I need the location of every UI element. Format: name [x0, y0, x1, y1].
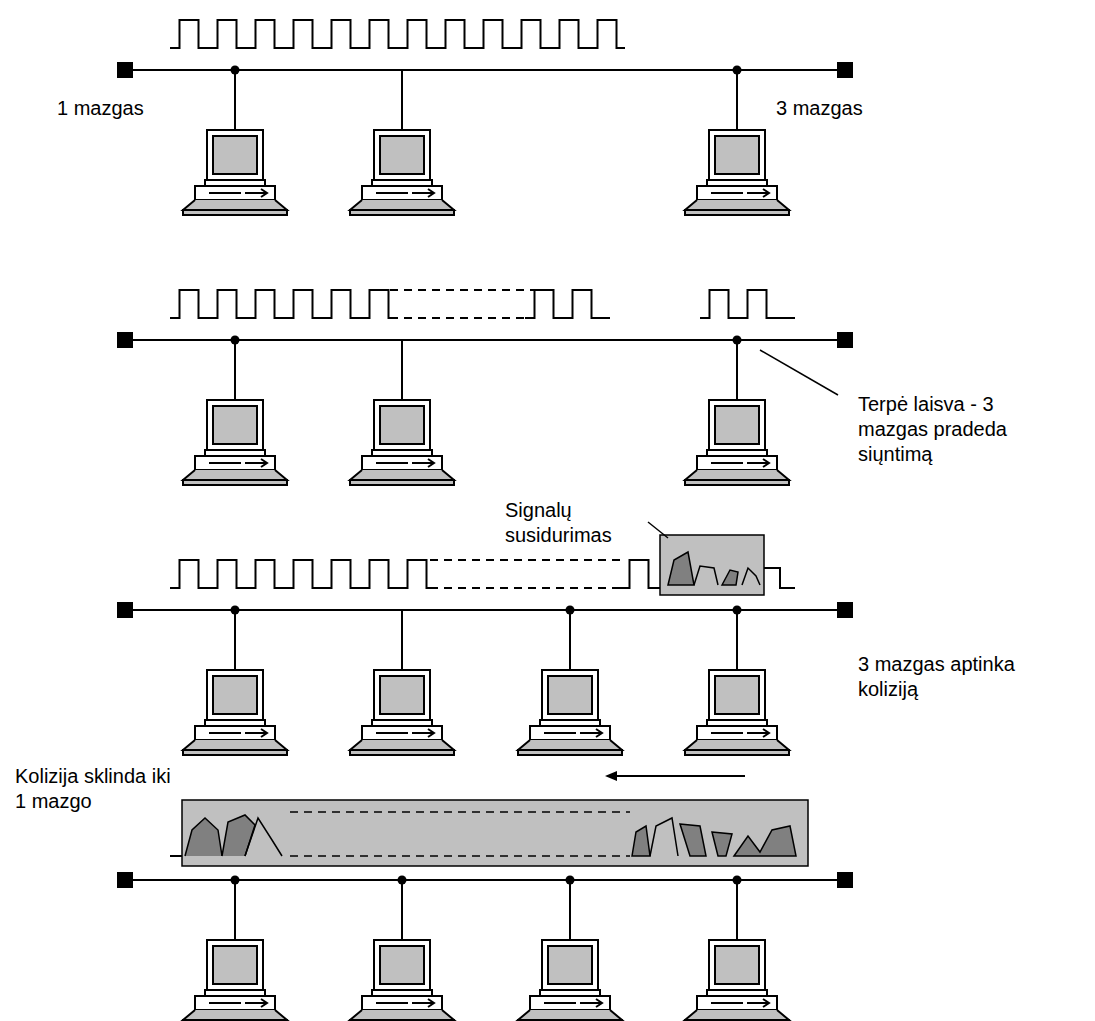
computer [518, 670, 622, 755]
tap-dot [733, 606, 742, 615]
computer [685, 670, 789, 755]
computer [685, 130, 789, 215]
drop-cable [569, 610, 571, 670]
terminator [837, 872, 853, 888]
terminator [117, 602, 133, 618]
drop-cable [234, 880, 236, 940]
bus-cable [117, 62, 853, 940]
tap-dot [566, 876, 575, 885]
terminator [117, 62, 133, 78]
signal-gap [430, 560, 625, 588]
tap-dot [733, 66, 742, 75]
direction-arrow [605, 771, 745, 781]
node-label: 3 mazgas [776, 96, 916, 121]
drop-cable [736, 880, 738, 940]
computer [183, 130, 287, 215]
drop-cable [401, 70, 403, 130]
node-label: 1 mazgas [57, 96, 197, 121]
drop-cable [736, 610, 738, 670]
tap-dot [566, 606, 575, 615]
computer [350, 130, 454, 215]
terminator [117, 872, 133, 888]
drop-cable [401, 340, 403, 400]
tap-dot [733, 876, 742, 885]
collision-box [660, 535, 795, 595]
signal [620, 560, 660, 588]
drop-cable [401, 880, 403, 940]
drop-cable [401, 610, 403, 670]
computer [518, 940, 622, 1021]
computer [350, 670, 454, 755]
callout-note: Signalų susidurimas [505, 498, 643, 548]
drop-cable [234, 610, 236, 670]
computer [685, 400, 789, 485]
drop-cable [736, 340, 738, 400]
signal-wave [170, 20, 795, 588]
computer [350, 940, 454, 1021]
callout-note: Terpė laisva - 3 mazgas pradeda siųntimą [858, 392, 1048, 467]
callout-note: Kolizija sklinda iki 1 mazgo [15, 764, 185, 814]
tap-dot [231, 66, 240, 75]
signal [700, 290, 795, 318]
computer [350, 400, 454, 485]
terminator [837, 332, 853, 348]
tap-dot [231, 606, 240, 615]
terminator [837, 602, 853, 618]
tap-dot [231, 876, 240, 885]
signal [525, 290, 610, 318]
signal-gap [390, 290, 535, 318]
computer-icon [183, 130, 789, 1021]
signal [170, 20, 625, 48]
computer [685, 940, 789, 1021]
computer [183, 670, 287, 755]
drop-cable [569, 880, 571, 940]
drop-cable [234, 340, 236, 400]
terminator [117, 332, 133, 348]
tap-dot [398, 876, 407, 885]
signal [170, 560, 430, 588]
terminator [837, 62, 853, 78]
callout-note: 3 mazgas aptinka koliziją [858, 652, 1048, 702]
tap-dot [231, 336, 240, 345]
tap-dot [733, 336, 742, 345]
computer [183, 940, 287, 1021]
drop-cable [234, 70, 236, 130]
computer [183, 400, 287, 485]
collision-band [170, 800, 808, 866]
drop-cable [736, 70, 738, 130]
signal [170, 290, 390, 318]
leader-line [648, 350, 838, 538]
